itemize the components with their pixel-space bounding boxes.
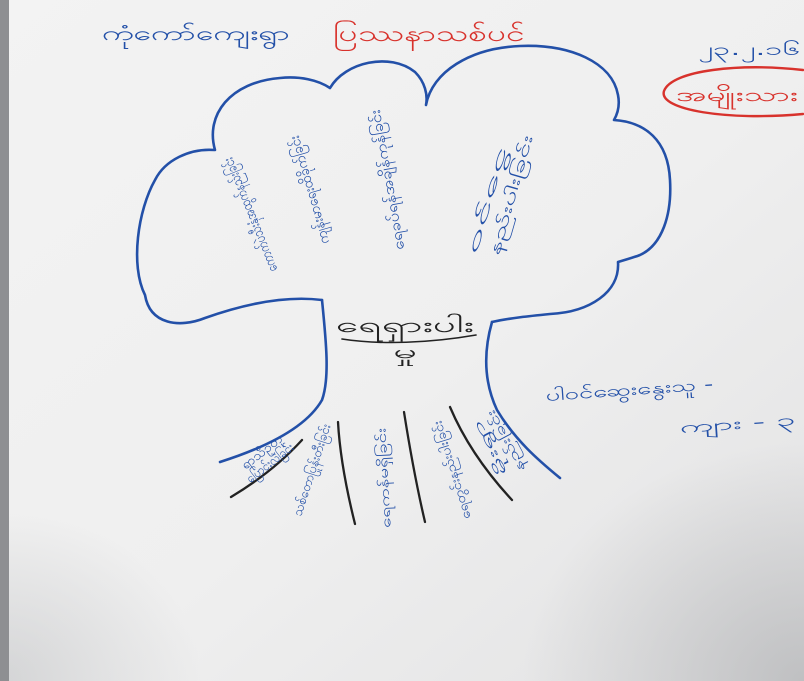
core-problem-underline	[341, 334, 477, 344]
root-line-4	[448, 405, 514, 502]
root-line-1	[229, 438, 304, 499]
trunk-right-edge	[484, 320, 562, 480]
village-name: ကုံကော်ကျေးရွာ	[102, 21, 290, 49]
tree-canopy-outline	[135, 44, 672, 325]
root-line-3	[402, 410, 427, 524]
paper-left-edge	[0, 0, 9, 681]
group-label: အမျိုးသား	[676, 83, 798, 110]
core-problem-line-2: မှု	[393, 342, 417, 366]
root-line-2	[336, 420, 357, 526]
date-label: ၂၃.၂.၁၆	[698, 39, 800, 63]
trunk-left-edge	[218, 298, 328, 464]
chart-title: ပြဿနာသစ်ပင်	[333, 20, 525, 51]
group-oval	[662, 66, 804, 118]
